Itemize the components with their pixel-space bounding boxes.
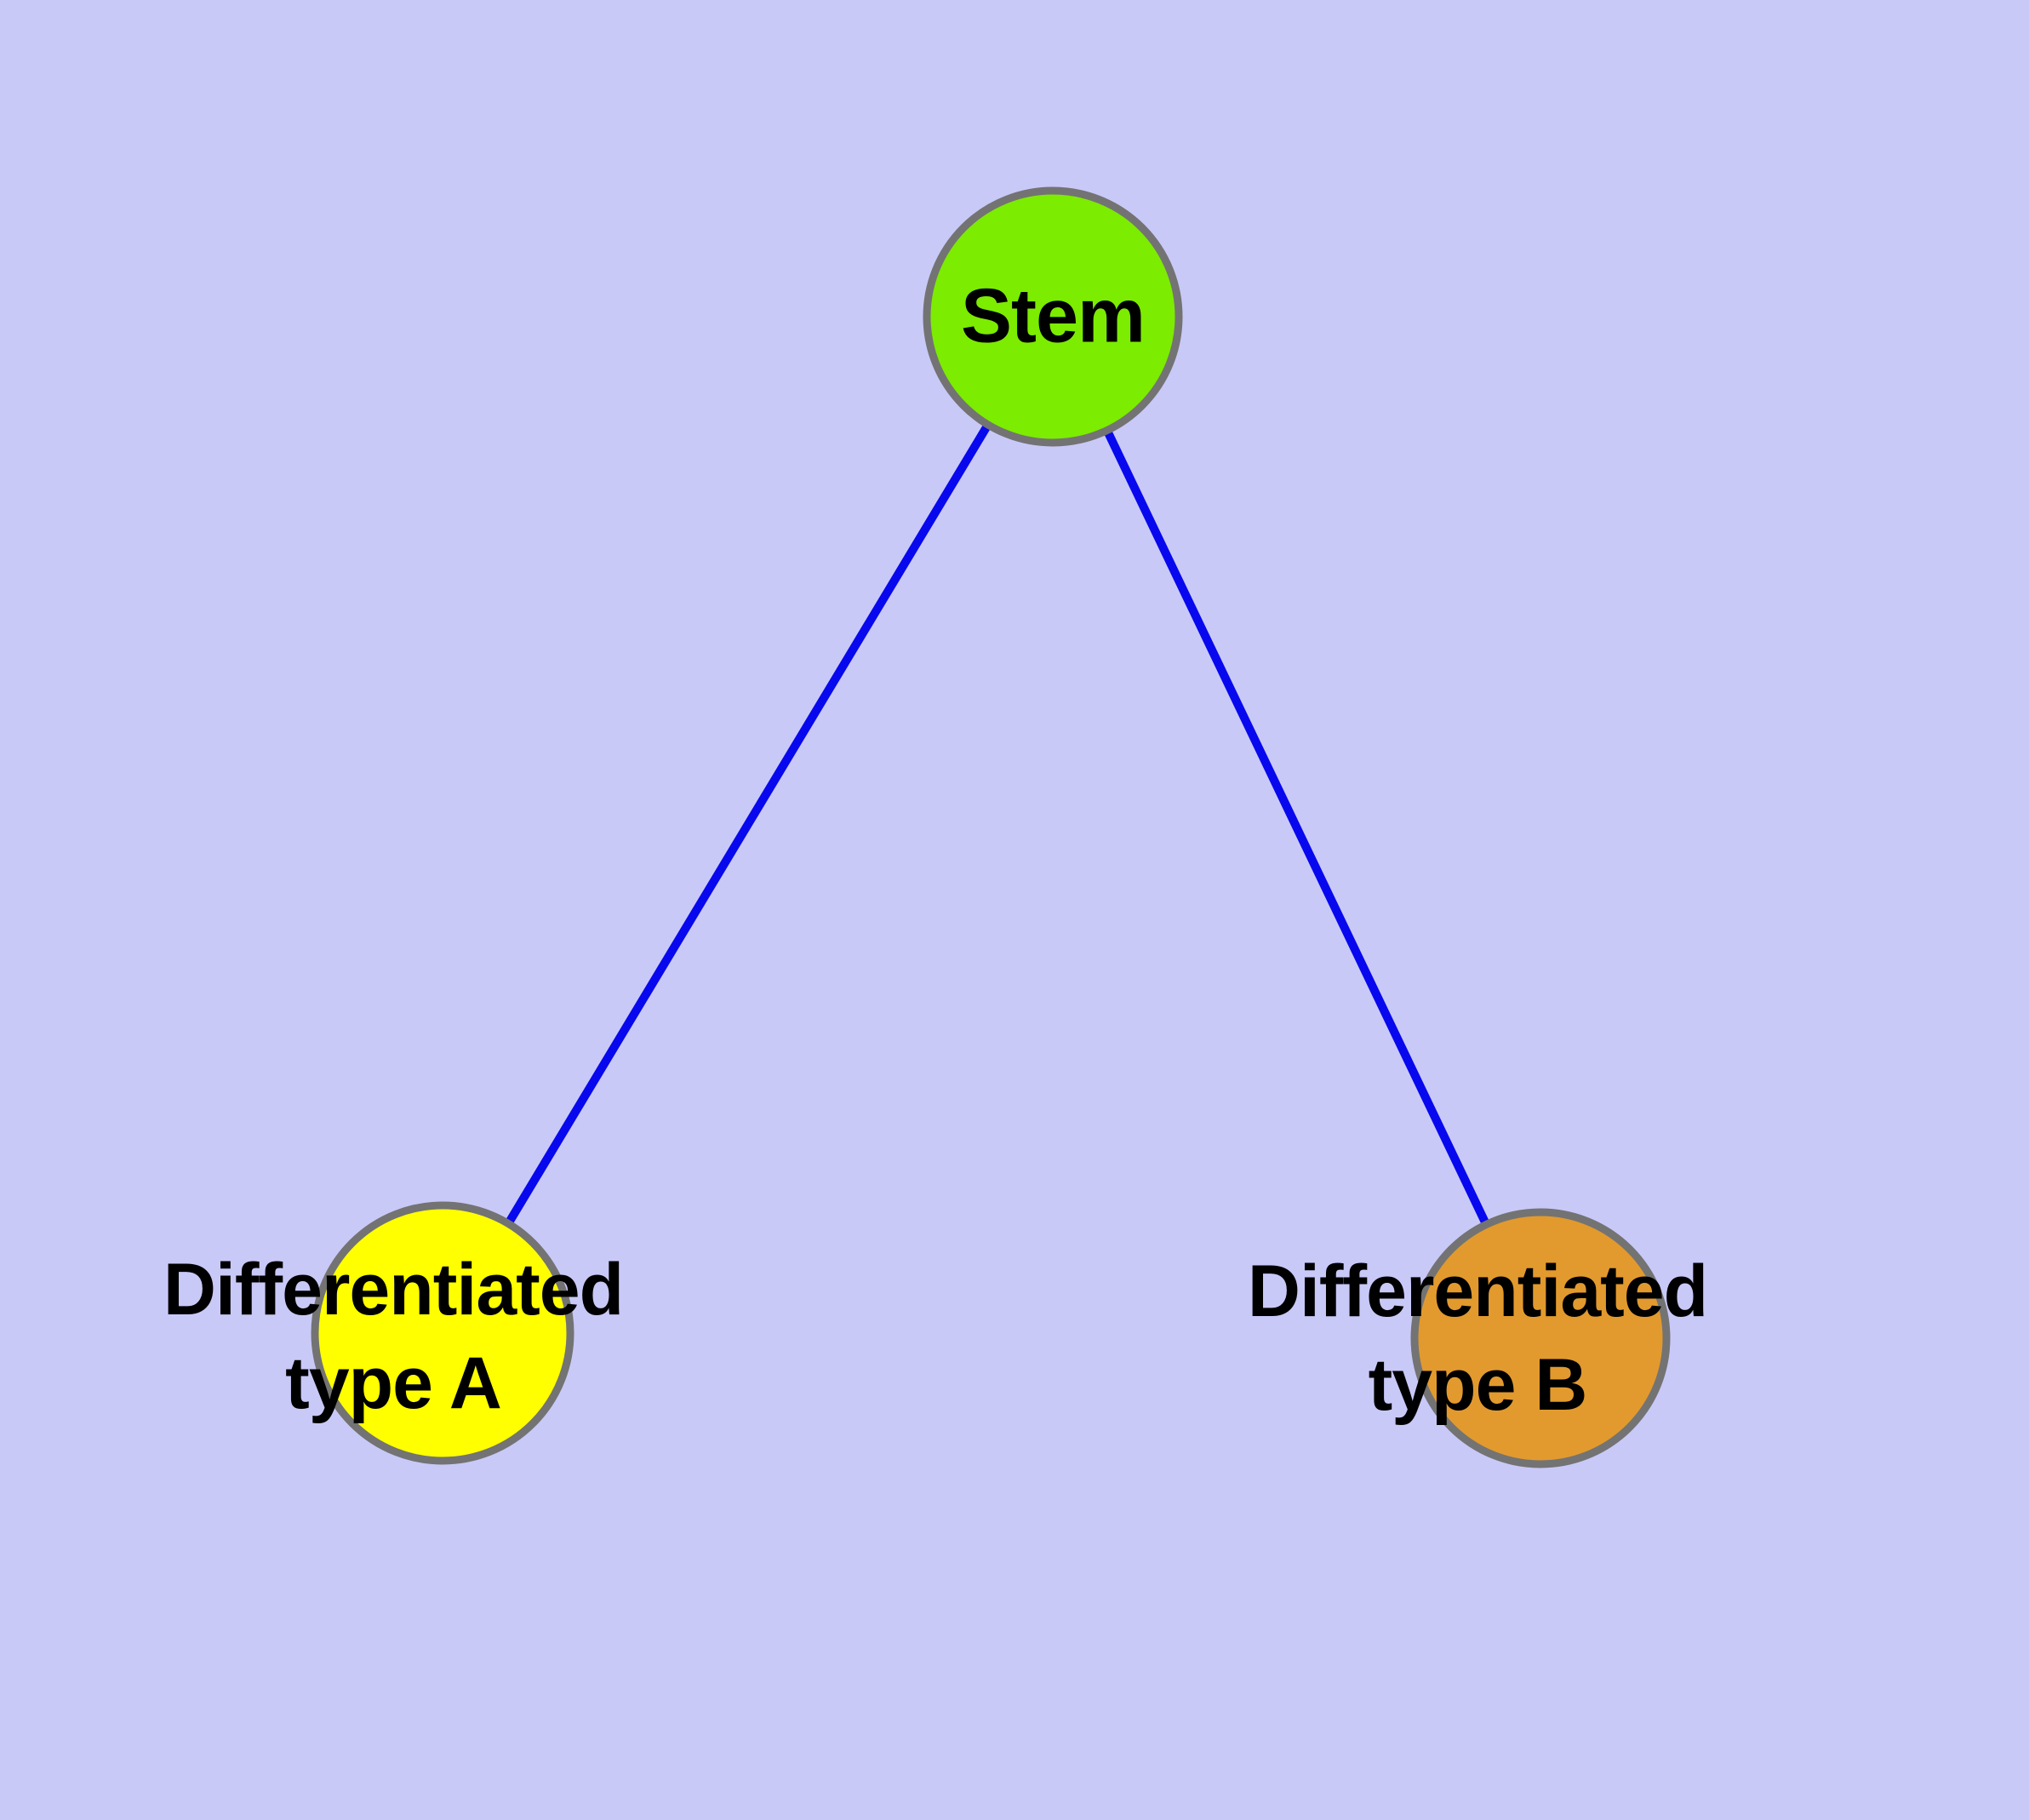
edge-stem-to-type-a: [438, 312, 1057, 1337]
stem-node-label: Stem: [960, 273, 1146, 359]
stem-node: [923, 186, 1183, 447]
type-a-node-label: Differentiated type A: [163, 1243, 624, 1430]
type-a-node: [311, 1201, 574, 1465]
type-a-label-line1: Differentiated: [163, 1248, 624, 1331]
type-a-label-line2: type A: [285, 1342, 502, 1424]
edge-stem-to-type-b: [1049, 312, 1545, 1342]
type-b-node-label: Differentiated type B: [1247, 1245, 1708, 1432]
type-b-node: [1410, 1208, 1671, 1468]
type-b-label-line2: type B: [1368, 1344, 1588, 1426]
type-b-label-line1: Differentiated: [1247, 1250, 1708, 1332]
